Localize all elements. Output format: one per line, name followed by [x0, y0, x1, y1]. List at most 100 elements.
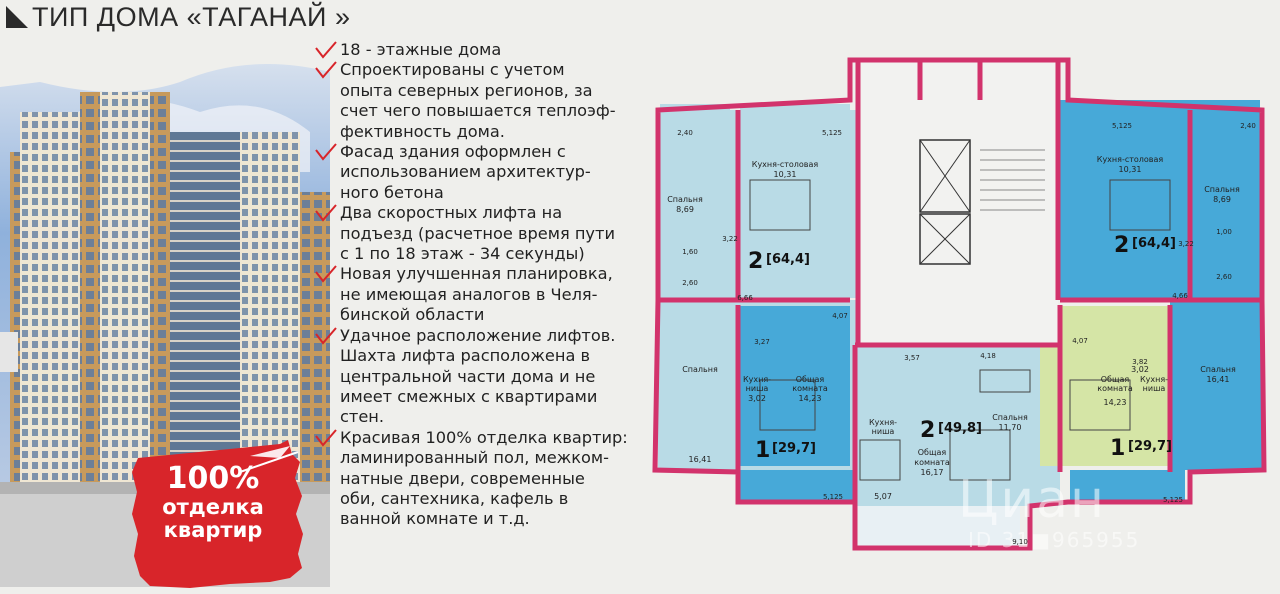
svg-text:3,02: 3,02	[748, 394, 766, 403]
check-icon	[315, 429, 337, 447]
apt-a4-area-label: [49,8]	[938, 421, 982, 436]
svg-text:ниша: ниша	[872, 427, 895, 436]
feature-line: Спроектированы с учетом	[340, 60, 565, 80]
watermark-brand: Циан	[958, 470, 1107, 530]
room-common-c: Общая	[918, 448, 947, 457]
feature-line: ванной комнате и т.д.	[340, 509, 530, 529]
apt-a4-rooms: 2	[920, 418, 935, 443]
svg-text:16,41: 16,41	[1207, 375, 1230, 384]
title-text: ТИП ДОМА «ТАГАНАЙ »	[32, 2, 351, 32]
svg-text:3,22: 3,22	[1178, 240, 1194, 248]
svg-text:ниша: ниша	[1143, 384, 1166, 393]
svg-text:4,07: 4,07	[832, 312, 848, 320]
room-bed-c: Спальня	[992, 413, 1028, 422]
svg-text:10,31: 10,31	[1119, 165, 1142, 174]
room-niche-r: Кухня-	[1140, 375, 1168, 384]
page-title: ТИП ДОМА «ТАГАНАЙ »	[6, 2, 350, 33]
apt-a4-area	[855, 340, 1060, 506]
svg-text:14,23: 14,23	[799, 394, 822, 403]
feature-line: подъезд (расчетное время пути	[340, 223, 615, 243]
svg-text:8,69: 8,69	[676, 205, 694, 214]
apt-a2-rooms: 2	[1114, 233, 1129, 258]
svg-text:5,125: 5,125	[822, 129, 842, 137]
feature-item: 18 - этажные дома	[314, 40, 659, 60]
feature-line: использованием архитектур-	[340, 162, 591, 182]
feature-line: оби, сантехника, кафель в	[340, 488, 569, 508]
feature-line: ламинированный пол, межком-	[340, 448, 609, 468]
feature-line: Удачное расположение лифтов.	[340, 325, 616, 345]
title-triangle-icon	[6, 6, 28, 28]
check-icon	[315, 327, 337, 345]
svg-text:1,60: 1,60	[682, 248, 698, 256]
svg-text:3,27: 3,27	[754, 338, 770, 346]
watermark-id: ID 31■965955	[968, 528, 1141, 552]
feature-line: стен.	[340, 407, 385, 427]
finish-badge-shape	[132, 440, 303, 588]
room-kitchen-l: Кухня-столовая	[752, 160, 819, 169]
svg-text:10,31: 10,31	[774, 170, 797, 179]
room-bed-l: Спальня	[667, 195, 703, 204]
feature-item: Удачное расположение лифтов.Шахта лифта …	[314, 326, 659, 428]
svg-text:2,60: 2,60	[682, 279, 698, 287]
svg-text:8,69: 8,69	[1213, 195, 1231, 204]
apt-a5-rooms: 1	[1110, 436, 1125, 461]
check-icon	[315, 265, 337, 284]
feature-line: Два скоростных лифта на	[340, 203, 563, 223]
room-bed-r: Спальня	[1204, 185, 1240, 194]
apt-a3-area-label: [29,7]	[772, 441, 816, 456]
check-icon	[315, 143, 337, 161]
feature-item: Красивая 100% отделка квартир:ламинирова…	[314, 428, 659, 530]
svg-text:комната: комната	[1097, 384, 1133, 393]
badge-line-1: отделка	[162, 495, 264, 519]
apt-a1-area	[658, 110, 858, 298]
svg-text:4,18: 4,18	[980, 352, 996, 360]
svg-text:11,70: 11,70	[999, 423, 1022, 432]
svg-text:3,57: 3,57	[904, 354, 920, 362]
check-icon	[315, 204, 337, 222]
svg-text:4,07: 4,07	[1072, 337, 1088, 345]
svg-text:2,40: 2,40	[677, 129, 693, 137]
apt-a3-area	[740, 306, 850, 466]
feature-line: Фасад здания оформлен с	[340, 142, 566, 162]
svg-text:5,07: 5,07	[874, 492, 892, 501]
svg-text:5,125: 5,125	[1163, 496, 1183, 504]
svg-text:ниша: ниша	[746, 384, 769, 393]
apt-a3-rooms: 1	[755, 438, 770, 463]
room-common-r: Общая	[1101, 375, 1130, 384]
room-niche-l: Кухня-	[743, 375, 771, 384]
svg-text:4,66: 4,66	[1172, 292, 1188, 300]
feature-line: фективность дома.	[340, 121, 505, 141]
feature-line: Шахта лифта расположена в	[340, 346, 591, 366]
feature-line: с 1 по 18 этаж - 34 секунды)	[340, 244, 585, 264]
feature-line: опыта северных регионов, за	[340, 80, 593, 100]
svg-text:5,125: 5,125	[823, 493, 843, 501]
svg-text:14,23: 14,23	[1104, 398, 1127, 407]
apt-a1-area-label: [64,4]	[766, 252, 810, 267]
feature-line: бинской области	[340, 305, 485, 325]
svg-text:комната: комната	[914, 458, 950, 467]
svg-text:6,66: 6,66	[737, 294, 753, 302]
svg-text:комната: комната	[792, 384, 828, 393]
svg-text:9,10: 9,10	[1012, 538, 1028, 546]
room-common-l: Общая	[796, 375, 825, 384]
feature-line: имеет смежных с квартирами	[340, 386, 598, 406]
check-icon	[315, 41, 337, 59]
svg-text:3,82: 3,82	[1132, 358, 1148, 366]
svg-text:1,00: 1,00	[1216, 228, 1232, 236]
floor-plan: Кухня-столовая 10,31 Спальня 8,69 Кухня-…	[652, 57, 1267, 551]
finish-badge: 100% отделка квартир	[128, 462, 298, 542]
apt-a1-rooms: 2	[748, 249, 763, 274]
svg-text:2,60: 2,60	[1216, 273, 1232, 281]
feature-line: центральной части дома и не	[340, 366, 596, 386]
svg-text:3,22: 3,22	[722, 235, 738, 243]
feature-line: натные двери, современные	[340, 468, 585, 488]
feature-line: не имеющая аналогов в Челя-	[340, 284, 598, 304]
svg-text:16,17: 16,17	[921, 468, 944, 477]
room-bed-rr: Спальня	[1200, 365, 1236, 374]
feature-line: счет чего повышается теплоэф-	[340, 101, 616, 121]
